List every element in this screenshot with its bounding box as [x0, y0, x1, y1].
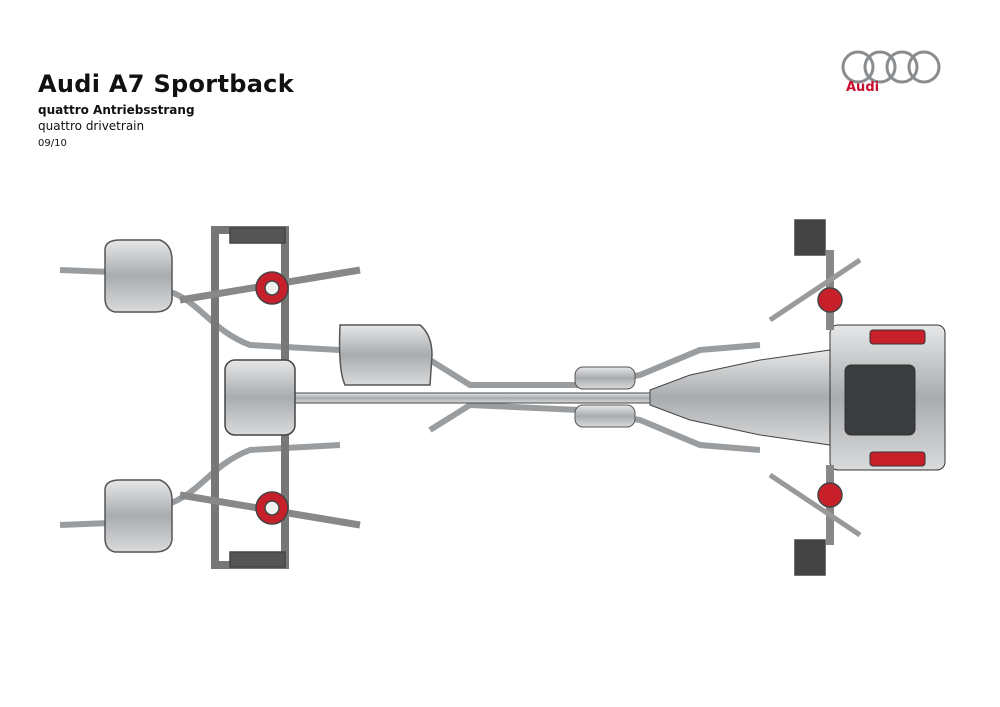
front-axle: [768, 219, 862, 576]
page-title: Audi A7 Sportback: [38, 70, 294, 98]
rear-muffler-bottom: [104, 479, 173, 553]
propeller-shaft: [289, 392, 661, 404]
catalytic-converters: [574, 366, 636, 428]
audi-rings-logo: [841, 50, 941, 84]
date-label: 09/10: [38, 138, 67, 149]
center-muffler: [338, 324, 433, 386]
brand-name: Audi: [846, 80, 880, 95]
rear-axle: [179, 226, 361, 569]
engine: [829, 324, 946, 471]
subtitle-english: quattro drivetrain: [38, 119, 145, 133]
transmission: [649, 349, 831, 446]
rear-muffler-top: [104, 239, 173, 313]
subtitle-german: quattro Antriebsstrang: [38, 103, 195, 117]
